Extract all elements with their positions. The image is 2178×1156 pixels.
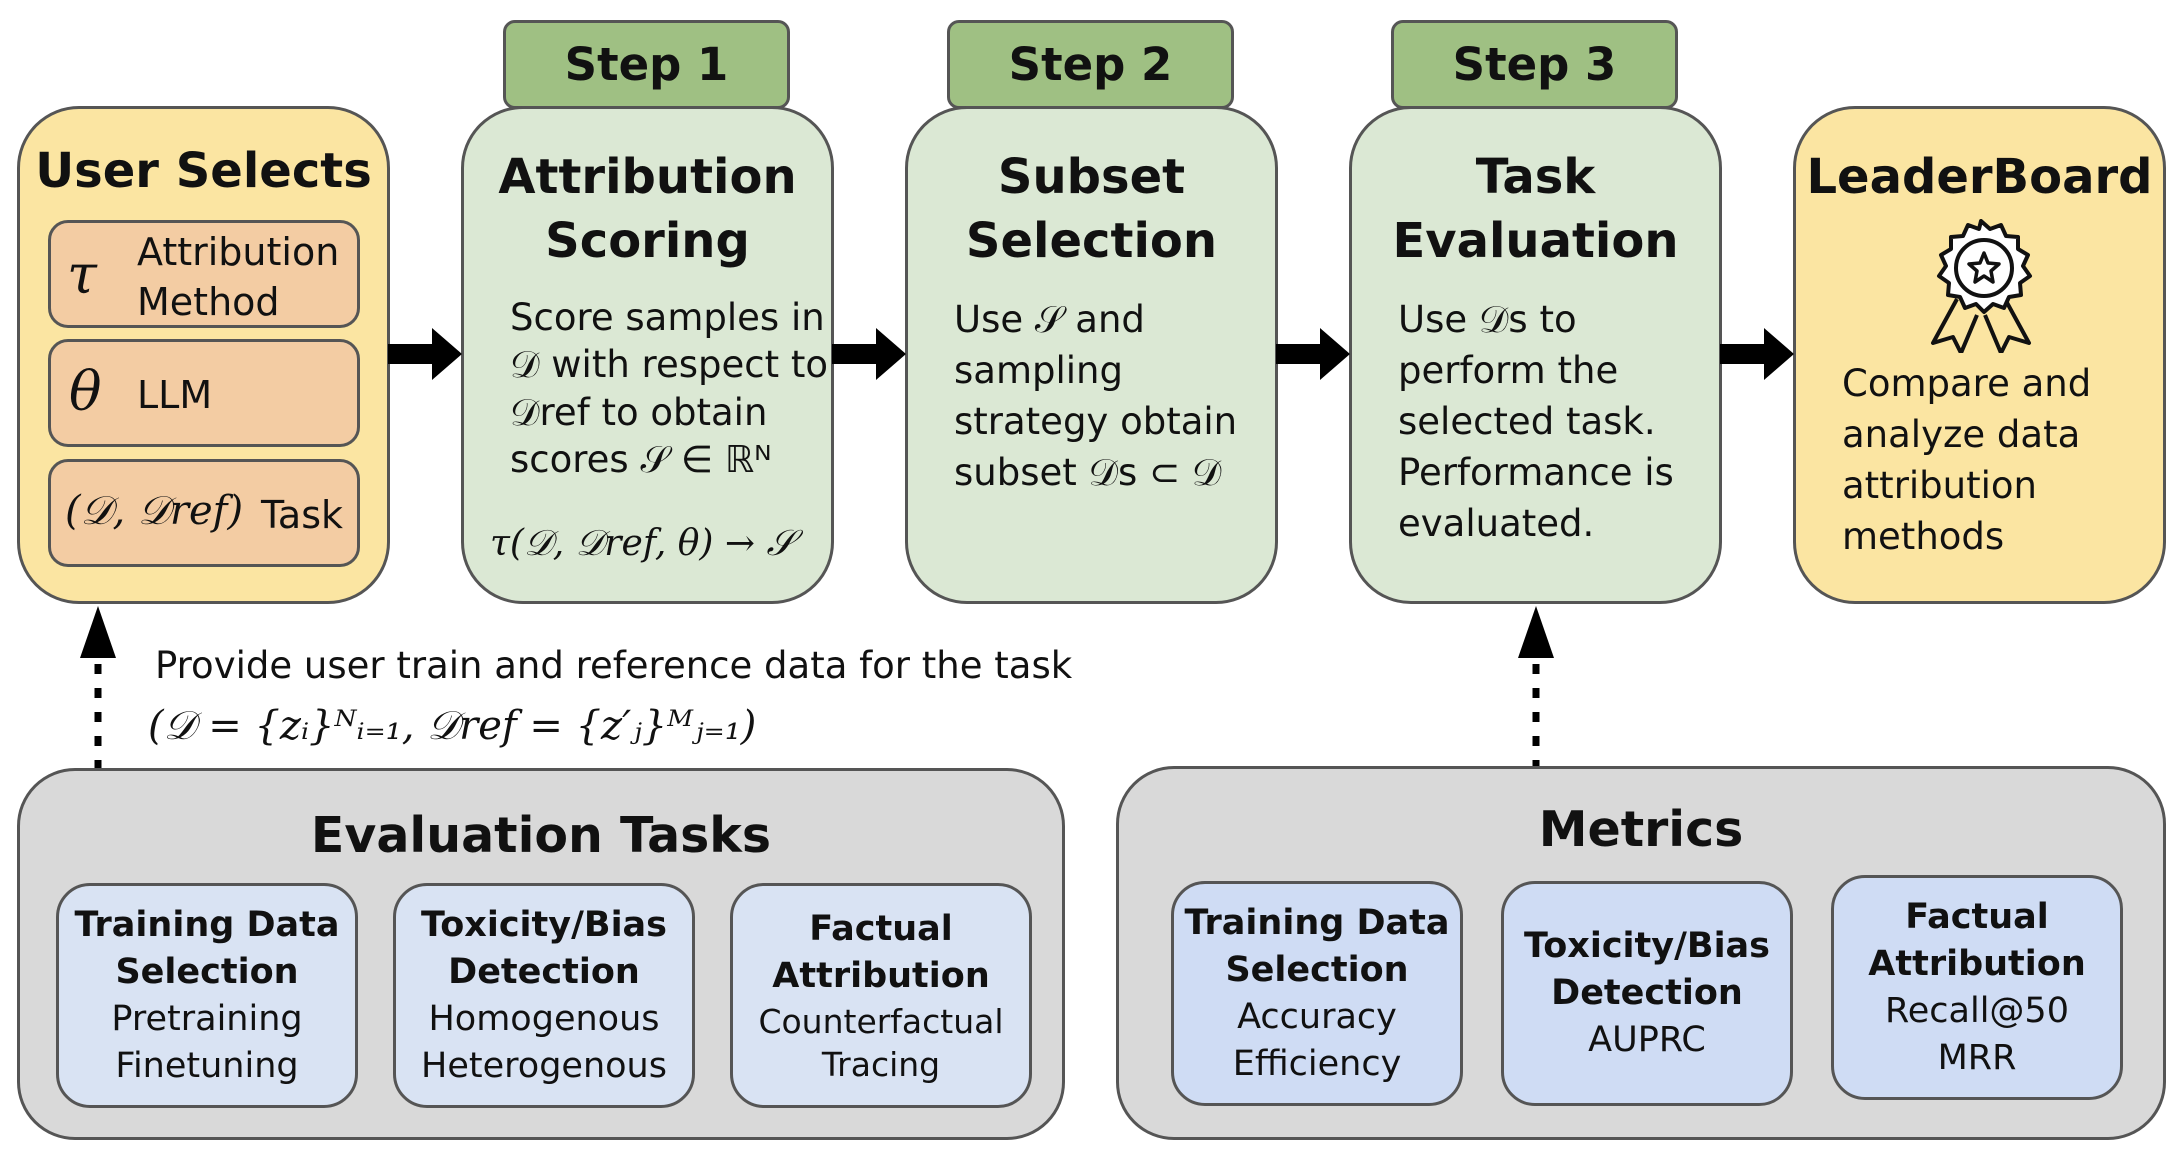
task-card3-title-line1: Factual xyxy=(809,908,953,949)
step1-line1: Score samples in xyxy=(510,296,825,339)
metric-card3-title-line2: Attribution xyxy=(1868,943,2086,984)
subset-selection-panel: Subset Selection Use 𝒮 and sampling stra… xyxy=(905,106,1278,604)
step3-line3: selected task. xyxy=(1398,400,1656,443)
attribution-method-option: τ Attribution Method xyxy=(48,220,360,328)
step1-title-line1: Attribution xyxy=(498,149,797,205)
metric-card3-title-line1: Factual xyxy=(1905,896,2049,937)
evaluation-tasks-panel: Evaluation Tasks Training Data Selection… xyxy=(17,768,1065,1140)
step1-line3: 𝒟ref to obtain xyxy=(510,391,768,434)
metric-card1-line1: Accuracy xyxy=(1237,996,1397,1037)
step2-line4: subset 𝒟s ⊂ 𝒟 xyxy=(954,451,1222,494)
step3-title-line1: Task xyxy=(1475,149,1596,205)
llm-label: LLM xyxy=(137,373,213,417)
task-card-toxicity-bias-detection: Toxicity/Bias Detection Homogenous Heter… xyxy=(393,883,695,1108)
task-card-training-data-selection: Training Data Selection Pretraining Fine… xyxy=(56,883,358,1108)
attribution-method-label-line2: Method xyxy=(137,280,280,324)
metric-card3-line1: Recall@50 xyxy=(1885,990,2069,1031)
task-card1-title-line2: Selection xyxy=(115,951,299,992)
metric-card2-title-line2: Detection xyxy=(1551,973,1743,1013)
step3-line2: perform the xyxy=(1398,349,1619,392)
attribution-method-label-line1: Attribution xyxy=(137,230,340,274)
metric-card2-title-line1: Toxicity/Bias xyxy=(1523,926,1771,966)
task-card1-title-line1: Training Data xyxy=(74,904,340,945)
task-card2-title-line2: Detection xyxy=(448,951,640,992)
metric-card-training-data-selection: Training Data Selection Accuracy Efficie… xyxy=(1171,881,1463,1106)
provide-data-formula: (𝒟 = {zᵢ}ᴺᵢ₌₁, 𝒟ref = {z′ⱼ}ᴹⱼ₌₁) xyxy=(148,703,757,749)
step3-title-line2: Evaluation xyxy=(1392,213,1679,269)
metrics-panel: Metrics Training Data Selection Accuracy… xyxy=(1116,766,2166,1140)
metric-card1-line2: Efficiency xyxy=(1232,1043,1402,1084)
theta-symbol: θ xyxy=(69,360,102,423)
arrow-user-to-step1 xyxy=(388,328,462,380)
arrow-step2-to-step3 xyxy=(1276,328,1350,380)
step1-line2: 𝒟 with respect to xyxy=(510,343,828,386)
task-symbol: (𝒟, 𝒟ref) xyxy=(65,488,244,534)
task-card1-line1: Pretraining xyxy=(111,998,303,1039)
step3-line1: Use 𝒟s to xyxy=(1398,298,1577,341)
dotted-arrow-to-task-evaluation xyxy=(1518,606,1554,768)
task-card2-line2: Heterogenous xyxy=(421,1045,667,1086)
task-card-factual-attribution: Factual Attribution Counterfactual Traci… xyxy=(730,883,1032,1108)
leaderboard-panel: LeaderBoard Compare and analyze data att… xyxy=(1793,106,2166,604)
metric-card3-line2: MRR xyxy=(1937,1037,2017,1078)
task-evaluation-panel: Task Evaluation Use 𝒟s to perform the se… xyxy=(1349,106,1722,604)
metric-card1-title-line1: Training Data xyxy=(1184,902,1450,943)
tau-symbol: τ xyxy=(67,243,97,306)
award-ribbon-icon xyxy=(1931,219,2032,353)
metrics-title: Metrics xyxy=(1538,801,1744,858)
metric-card-toxicity-bias-detection: Toxicity/Bias Detection AUPRC xyxy=(1501,881,1793,1106)
arrow-step3-to-leaderboard xyxy=(1720,328,1794,380)
step1-line4: scores 𝒮 ∈ ℝᴺ xyxy=(510,438,772,481)
metric-card1-title-line2: Selection xyxy=(1225,949,1409,990)
step1-formula: τ(𝒟, 𝒟ref, θ) → 𝒮 xyxy=(490,523,795,564)
user-selects-panel: User Selects τ Attribution Method θ LLM … xyxy=(17,106,390,604)
step1-title-line2: Scoring xyxy=(545,213,750,269)
step3-line5: evaluated. xyxy=(1398,502,1595,545)
task-card3-line1: Counterfactual xyxy=(758,1001,1004,1041)
step2-line3: strategy obtain xyxy=(954,400,1238,443)
task-card3-line2: Tracing xyxy=(821,1044,941,1084)
metric-card-factual-attribution: Factual Attribution Recall@50 MRR xyxy=(1831,875,2123,1100)
step3-line4: Performance is xyxy=(1398,451,1674,494)
task-card3-title-line2: Attribution xyxy=(772,955,990,996)
task-card1-line2: Finetuning xyxy=(115,1045,299,1086)
task-option: (𝒟, 𝒟ref) Task xyxy=(48,459,360,567)
leaderboard-line4: methods xyxy=(1842,515,2005,558)
llm-option: θ LLM xyxy=(48,339,360,447)
dotted-arrow-to-user-selects xyxy=(80,606,116,768)
leaderboard-title: LeaderBoard xyxy=(1806,149,2153,205)
task-card2-title-line1: Toxicity/Bias xyxy=(420,904,668,945)
step1-tab: Step 1 xyxy=(503,20,790,109)
leaderboard-line1: Compare and xyxy=(1842,362,2092,405)
arrow-step1-to-step2 xyxy=(832,328,906,380)
leaderboard-line3: attribution xyxy=(1842,464,2037,507)
step2-line1: Use 𝒮 and xyxy=(954,298,1145,341)
step2-title-line2: Selection xyxy=(965,213,1218,269)
attribution-scoring-panel: Attribution Scoring Score samples in 𝒟 w… xyxy=(461,106,834,604)
evaluation-tasks-title: Evaluation Tasks xyxy=(310,807,772,864)
step2-tab: Step 2 xyxy=(947,20,1234,109)
provide-data-note: Provide user train and reference data fo… xyxy=(155,644,1073,687)
metric-card2-line1: AUPRC xyxy=(1588,1020,1706,1060)
step2-title-line1: Subset xyxy=(997,149,1186,205)
step3-tab: Step 3 xyxy=(1391,20,1678,109)
leaderboard-line2: analyze data xyxy=(1842,413,2081,456)
user-selects-title: User Selects xyxy=(35,143,372,199)
step2-line2: sampling xyxy=(954,349,1123,392)
task-label: Task xyxy=(261,493,344,537)
task-card2-line1: Homogenous xyxy=(428,998,660,1039)
